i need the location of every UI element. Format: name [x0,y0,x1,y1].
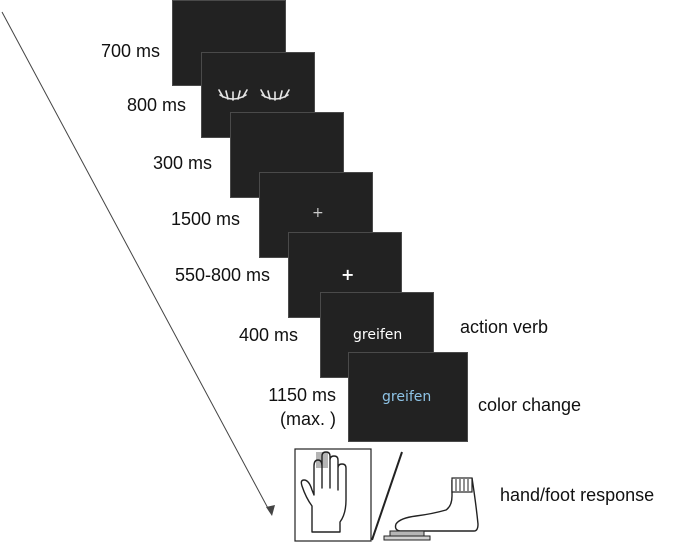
screen-color-change: greifen [348,352,468,442]
duration-label: 400 ms [238,325,298,345]
fixation-cross: + [341,265,355,284]
fixation-cross: + [312,205,324,221]
closed-eyes-icon [218,89,290,101]
duration-label: 1500 ms [170,209,240,229]
pedal-icon [389,530,425,537]
annotation-color-change: color change [478,395,582,415]
duration-note: (max. ) [280,409,336,429]
slash-divider [371,451,403,541]
annotation-action-verb: action verb [460,317,549,337]
duration-label: 300 ms [152,153,212,173]
duration-label: 700 ms [100,41,160,61]
duration-label: 1150 ms [268,385,336,405]
hand-icon [300,451,347,533]
duration-label: 800 ms [126,95,186,115]
action-verb-word: greifen [353,327,403,343]
duration-label: 550-800 ms [174,265,270,285]
foot-icon [394,477,479,532]
color-changed-word: greifen [382,389,432,405]
response-label: hand/foot response [500,485,655,505]
hand-frame [294,448,372,542]
